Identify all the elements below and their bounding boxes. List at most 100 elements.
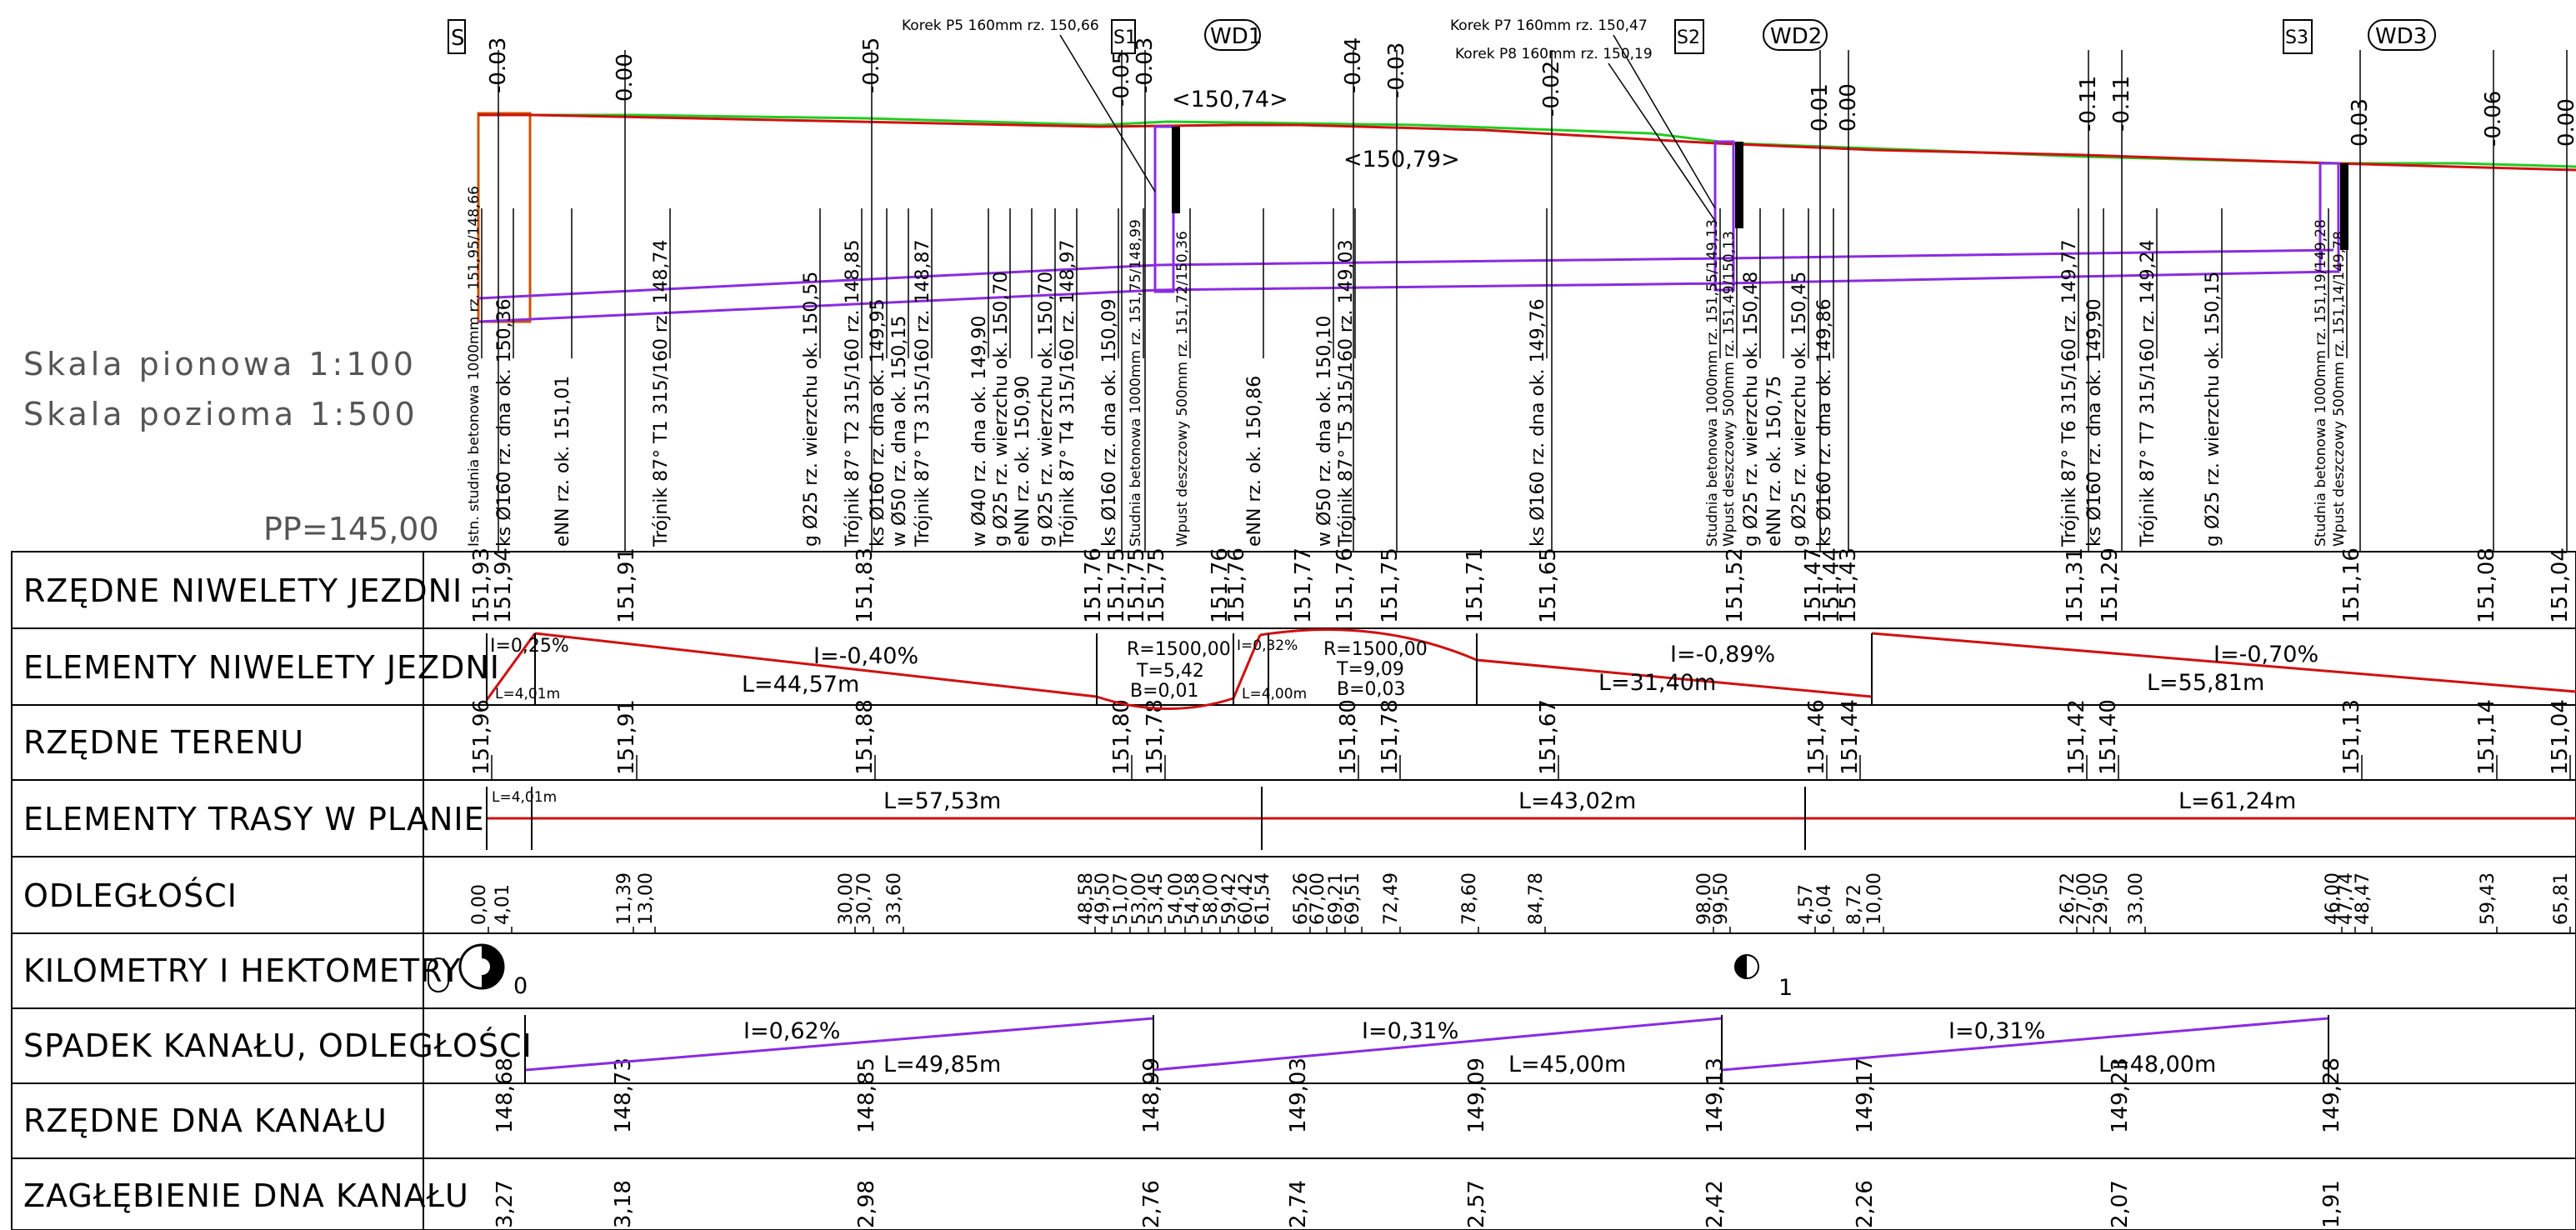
niweleta-value: 151,76 bbox=[1224, 548, 1249, 623]
svg-text:I=0,25%: I=0,25% bbox=[490, 636, 569, 657]
row-labels: RZĘDNE NIWELETY JEZDNI ELEMENTY NIWELETY… bbox=[23, 572, 532, 1214]
teren-value: 151,91 bbox=[614, 699, 639, 775]
dno-value: 149,03 bbox=[1286, 1058, 1311, 1133]
zaglebienie-value: 3,18 bbox=[611, 1180, 636, 1228]
odleglosc-value: 54,58 bbox=[1183, 872, 1203, 925]
callout-korek-p8: Korek P8 160mm rz. 150,19 bbox=[1455, 46, 1653, 62]
zaglebienie-value: 2,42 bbox=[1703, 1180, 1728, 1228]
crossing-label: ks Ø160 rz. dna ok. 150,09 bbox=[1099, 298, 1120, 547]
dno-value: 149,09 bbox=[1464, 1058, 1489, 1133]
teren-value: 151,44 bbox=[1838, 699, 1863, 775]
odleglosc-value: 53,45 bbox=[1146, 872, 1167, 925]
row-label-elementy-niwelety: ELEMENTY NIWELETY JEZDNI bbox=[23, 649, 500, 686]
niweleta-value: 151,16 bbox=[2339, 548, 2364, 623]
callout-korek-p7: Korek P7 160mm rz. 150,47 bbox=[1450, 18, 1648, 34]
row-label-odleglosci: ODLEGŁOŚCI bbox=[23, 878, 238, 914]
niweleta-value: 151,04 bbox=[2548, 548, 2573, 623]
svg-text:1: 1 bbox=[1778, 975, 1793, 1001]
crossing-label: ks Ø160 rz. dna ok. 149,76 bbox=[1528, 298, 1548, 547]
crossing-label: ks Ø160 rz. dna ok. 149,90 bbox=[2084, 298, 2105, 547]
zaglebienie-value: 2,26 bbox=[1853, 1180, 1878, 1228]
svg-text:B=0,03: B=0,03 bbox=[1337, 679, 1406, 700]
road-grade-line bbox=[478, 113, 2576, 172]
odleglosc-value: 98,00 bbox=[1694, 872, 1715, 925]
odleglosc-value: 59,43 bbox=[2478, 872, 2498, 925]
svg-text:L=4,01m: L=4,01m bbox=[492, 789, 557, 806]
tag-wd3: WD3 bbox=[2375, 24, 2427, 49]
odleglosc-value: 47,74 bbox=[2336, 872, 2357, 925]
svg-text:L=45,00m: L=45,00m bbox=[1508, 1052, 1626, 1078]
svg-text:I=-0,89%: I=-0,89% bbox=[1670, 642, 1775, 668]
niweleta-value: 151,47 bbox=[1801, 548, 1826, 623]
svg-text:T=9,09: T=9,09 bbox=[1336, 659, 1404, 680]
svg-text:L=49,85m: L=49,85m bbox=[883, 1052, 1001, 1078]
zaglebienie-value: 2,98 bbox=[854, 1180, 879, 1228]
row-label-trasa: ELEMENTY TRASY W PLANIE bbox=[23, 801, 485, 838]
zaglebienie-value: 2,74 bbox=[1286, 1180, 1311, 1228]
odleglosc-value: 48,58 bbox=[1076, 872, 1097, 925]
svg-text:S2: S2 bbox=[1677, 28, 1700, 48]
odleglosc-value: 69,51 bbox=[1343, 872, 1363, 925]
svg-text:S3: S3 bbox=[2285, 28, 2308, 48]
niweleta-value: 151,29 bbox=[2098, 548, 2123, 623]
crossing-label: w Ø50 rz. dna ok. 150,15 bbox=[889, 316, 910, 547]
table-grid bbox=[11, 551, 2576, 1230]
odleglosc-value: 60,42 bbox=[1236, 872, 1257, 925]
niweleta-value: 151,91 bbox=[614, 548, 639, 623]
svg-text:I=0,31%: I=0,31% bbox=[1362, 1018, 1458, 1044]
crossing-label: ks Ø160 rz. dna ok. 149,86 bbox=[1814, 298, 1835, 547]
svg-text:S: S bbox=[451, 26, 465, 51]
odleglosc-value: 72,49 bbox=[1381, 872, 1402, 925]
odleglosc-value: 26,72 bbox=[2058, 872, 2078, 925]
niweleta-value: 151,76 bbox=[1081, 548, 1106, 623]
crossing-label: eNN rz. ok. 150,75 bbox=[1764, 376, 1785, 547]
niweleta-value: 151,76 bbox=[1333, 548, 1358, 623]
dno-value: 148,68 bbox=[493, 1058, 518, 1133]
svg-text:0: 0 bbox=[513, 973, 528, 999]
zaglebienie-value: 1,91 bbox=[2319, 1180, 2344, 1228]
dno-value: 149,23 bbox=[2108, 1058, 2133, 1133]
niweleta-value: 151,75 bbox=[1124, 548, 1149, 623]
well-s2 bbox=[1713, 140, 1735, 292]
odleglosc-value: 29,50 bbox=[2091, 872, 2112, 925]
svg-text:L=4,00m: L=4,00m bbox=[1242, 686, 1307, 702]
svg-text:R=1500,00: R=1500,00 bbox=[1323, 639, 1428, 660]
niweleta-value: 151,83 bbox=[853, 548, 878, 623]
row-label-dno: RZĘDNE DNA KANAŁU bbox=[23, 1102, 388, 1139]
odleglosc-value: 30,00 bbox=[836, 872, 857, 925]
niweleta-value: 151,44 bbox=[1819, 548, 1844, 623]
row-label-niweleta: RZĘDNE NIWELETY JEZDNI bbox=[23, 572, 463, 609]
crossing-label: g Ø25 rz. wierzchu ok. 150,70 bbox=[991, 272, 1012, 547]
svg-text:L=44,57m: L=44,57m bbox=[742, 672, 859, 698]
callout-korek-p5: Korek P5 160mm rz. 150,66 bbox=[902, 18, 1099, 34]
odleglosc-value: 58,00 bbox=[1201, 872, 1222, 925]
row-label-zaglebienie: ZAGŁĘBIENIE DNA KANAŁU bbox=[23, 1178, 469, 1214]
odleglosc-value: 33,60 bbox=[884, 872, 905, 925]
crossing-label: g Ø25 rz. wierzchu ok. 150,55 bbox=[801, 272, 822, 547]
odleglosc-value: 46,00 bbox=[2323, 872, 2343, 925]
crossing-label: w Ø40 rz. dna ok. 149,90 bbox=[969, 316, 990, 547]
niweleta-value: 151,75 bbox=[1144, 548, 1169, 623]
odleglosc-value: 13,00 bbox=[636, 872, 657, 925]
odleglosc-value: 30,70 bbox=[854, 872, 875, 925]
reference-level: PP=145,00 bbox=[263, 511, 439, 548]
crossing-label: eNN rz. ok. 150,90 bbox=[1013, 376, 1033, 547]
niweleta-value: 151,93 bbox=[469, 548, 494, 623]
niweleta-value: 151,08 bbox=[2474, 548, 2499, 623]
teren-value: 151,14 bbox=[2474, 699, 2499, 775]
trasa-drawing: L=4,01m L=57,53m L=43,02m L=61,24m bbox=[486, 787, 2576, 850]
teren-value: 151,80 bbox=[1109, 699, 1134, 775]
teren-value: 151,04 bbox=[2548, 699, 2573, 775]
tag-s1: S1 WD1 bbox=[1111, 19, 1262, 54]
odleglosc-value: 69,21 bbox=[1326, 872, 1347, 925]
odleglosc-value: 54,00 bbox=[1166, 872, 1187, 925]
zaglebienie-value: 2,76 bbox=[1139, 1180, 1164, 1228]
terrain-line bbox=[478, 113, 2576, 168]
crossing-label: ks Ø160 rz. dna ok. 150,36 bbox=[494, 298, 515, 547]
teren-value: 151,67 bbox=[1536, 699, 1561, 775]
tag-s2: S2 WD2 bbox=[1674, 19, 1828, 54]
odleglosc-value: 53,00 bbox=[1129, 872, 1150, 925]
crossing-label: Studnia betonowa 1000mm rz. 151,75/148,9… bbox=[1128, 219, 1144, 547]
zaglebienie-value: 3,27 bbox=[493, 1180, 518, 1228]
odleglosc-value: 78,60 bbox=[1459, 872, 1480, 925]
